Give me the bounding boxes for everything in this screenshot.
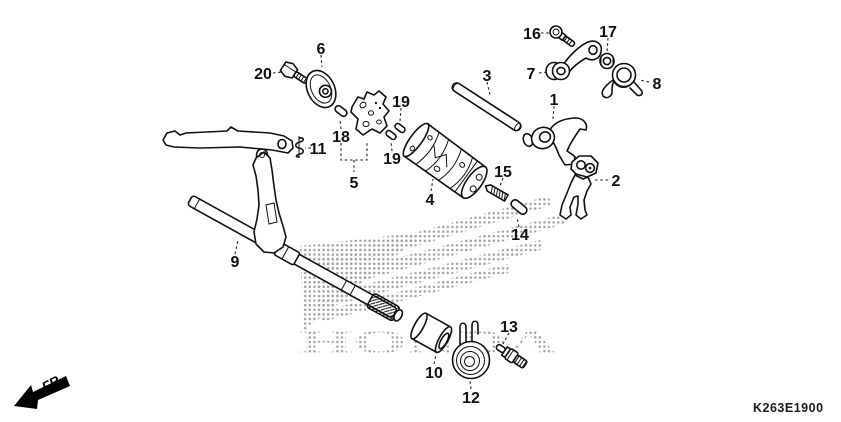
- part-callout-11: 11: [310, 141, 327, 158]
- part-18-pin: [334, 104, 348, 118]
- fr-direction-indicator: FR.: [14, 371, 70, 409]
- drawing-code: K263E1900: [753, 401, 824, 415]
- part-callout-4: 4: [426, 192, 435, 209]
- part-callout-5: 5: [350, 175, 359, 192]
- part-callout-20: 20: [254, 66, 272, 83]
- part-callout-19: 19: [392, 94, 410, 111]
- part-callout-17: 17: [599, 24, 617, 41]
- part-5-shifter-plate: [350, 90, 390, 136]
- part-15-spring: [484, 184, 509, 202]
- part-8-torsion-spring: [601, 62, 644, 99]
- part-3-rod: [451, 82, 522, 132]
- spindle-arm-strap: [252, 151, 287, 254]
- part-14-pin: [510, 198, 528, 216]
- part-11-clip: [294, 136, 305, 158]
- part-callout-9: 9: [231, 254, 240, 271]
- part-callout-8: 8: [653, 76, 662, 93]
- part-4-gearshift-drum: [402, 122, 488, 200]
- part-callout-14: 14: [511, 227, 529, 244]
- part-19-pin-b: [385, 129, 397, 141]
- part-19-pin-a: [394, 122, 406, 134]
- part-callout-12: 12: [462, 390, 480, 407]
- part-6-cam-plate: [305, 69, 337, 109]
- part-17-nut: [599, 52, 615, 70]
- part-9-gearshift-spindle: [162, 126, 404, 322]
- part-callout-6: 6: [317, 41, 326, 58]
- part-7-stopper-arm: [545, 40, 603, 81]
- part-callout-1: 1: [550, 92, 559, 109]
- part-callout-2: 2: [612, 173, 621, 190]
- part-callout-3: 3: [483, 68, 492, 85]
- part-callout-7: 7: [527, 66, 536, 83]
- honda-wing-watermark: HONDA: [299, 196, 565, 361]
- part-callout-13: 13: [500, 319, 518, 336]
- part-callout-19: 19: [383, 151, 401, 168]
- part-callouts: 20 6 16 17 7 8 3 1 19 18 19 11 5 4 15 2 14 9 13 10 12: [231, 24, 662, 407]
- part-2-shift-fork: [559, 155, 599, 220]
- part-13-bolt: [495, 343, 528, 369]
- spindle-arm-lever: [162, 126, 294, 154]
- part-callout-10: 10: [425, 365, 443, 382]
- part-1-shift-fork: [522, 117, 588, 166]
- part-callout-15: 15: [494, 164, 512, 181]
- part-callout-16: 16: [523, 26, 541, 43]
- part-20-bolt: [279, 61, 309, 84]
- part-callout-18: 18: [332, 129, 350, 146]
- fr-arrow-icon: [14, 376, 70, 409]
- part-16-bolt: [549, 25, 576, 48]
- part-10-bushing: [410, 312, 453, 354]
- part-12-spring: [451, 320, 491, 380]
- leader-lines: [234, 32, 650, 390]
